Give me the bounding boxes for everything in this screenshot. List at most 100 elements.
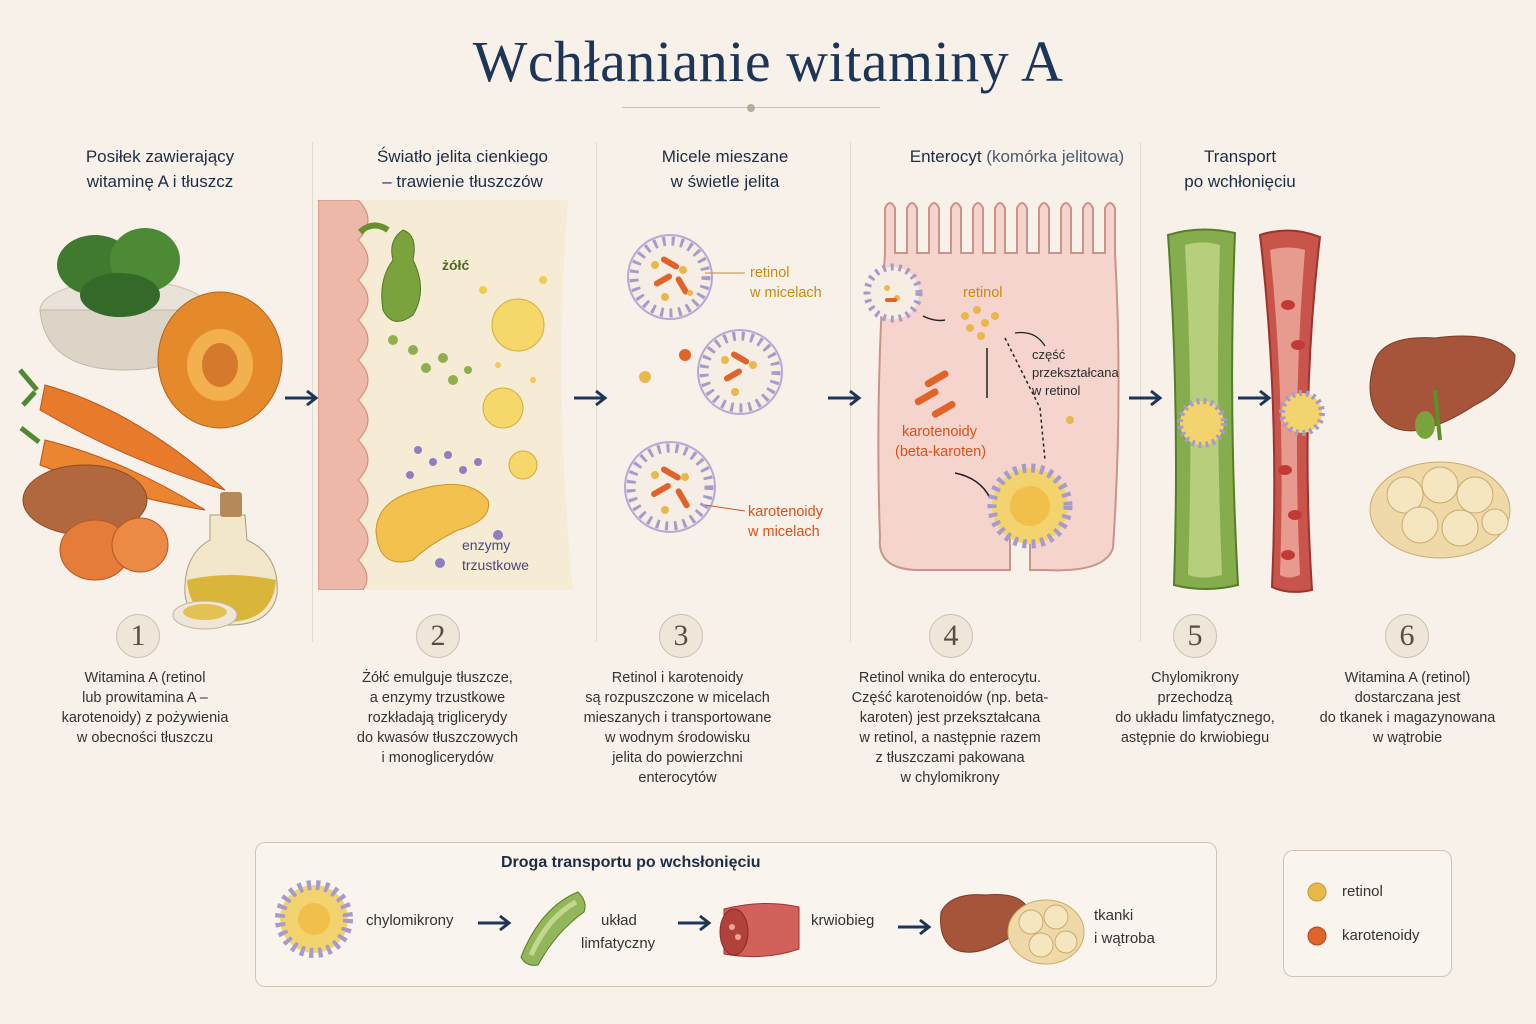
flow-arrow-icon bbox=[1129, 389, 1163, 407]
description-line: do układu limfatycznego, bbox=[1115, 710, 1275, 726]
description-line: w chylomikrony bbox=[900, 770, 1000, 786]
step-1-description: Witamina A (retinol lub prowitamina A – … bbox=[30, 668, 260, 748]
column-separator bbox=[1140, 142, 1141, 642]
description-line: i monoglicerydów bbox=[381, 750, 494, 766]
step-4-heading-main: Enterocyt bbox=[909, 147, 982, 166]
legend-swatch-carotenoids bbox=[1307, 926, 1327, 946]
step-1-heading-line: Posiłek zawierający bbox=[85, 147, 235, 166]
lymphatic-vessel-icon bbox=[520, 891, 586, 966]
step-3-heading: Micele mieszane w świetle jelita bbox=[610, 144, 840, 194]
fat-droplet bbox=[491, 298, 545, 352]
description-line: Część karotenoidów (np. beta- bbox=[851, 690, 1049, 706]
liver-and-tissue-icon bbox=[940, 894, 1085, 965]
step-number: 6 bbox=[1385, 614, 1429, 658]
pancreatic-enzymes-label-line: trzustkowe bbox=[462, 557, 529, 573]
description-line: karotenoidy) z pożywienia bbox=[61, 710, 229, 726]
description-line: mieszanych i transportowane bbox=[583, 710, 772, 726]
route-label-lymphatic-line: limfatyczny bbox=[581, 935, 656, 952]
conversion-note-line: przekształcana bbox=[1032, 365, 1119, 380]
route-label-tissues-line: i wątroba bbox=[1094, 930, 1155, 947]
micelle-entering bbox=[863, 263, 923, 323]
description-line: przechodzą bbox=[1157, 690, 1233, 706]
route-label-chylomicrons: chylomikrony bbox=[366, 912, 454, 929]
liver-and-tissue-illustration bbox=[1369, 335, 1516, 559]
liver-icon bbox=[1369, 335, 1516, 432]
fat-droplet bbox=[508, 450, 538, 480]
description-line: w wątrobie bbox=[1372, 730, 1443, 746]
chylomicron bbox=[987, 463, 1073, 549]
blood-vessel-icon bbox=[719, 902, 800, 958]
step-number: 5 bbox=[1173, 614, 1217, 658]
bile-label: żółć bbox=[442, 257, 470, 273]
description-line: w obecności tłuszczu bbox=[76, 730, 214, 746]
description-line: Retinol i karotenoidy bbox=[611, 670, 744, 686]
step-2-heading: Światło jelita cienkiego – trawienie tłu… bbox=[340, 144, 585, 194]
step-2-heading-line: Światło jelita cienkiego bbox=[376, 147, 549, 166]
description-line: rozkładają triglicerydy bbox=[367, 710, 508, 726]
description-line: w wodnym środowisku bbox=[604, 730, 751, 746]
description-line: jelita do powierzchni bbox=[612, 750, 743, 766]
chylomicron bbox=[1279, 390, 1325, 436]
intestine-lumen-illustration bbox=[318, 200, 573, 590]
conversion-note-line: część bbox=[1032, 347, 1066, 362]
carrot bbox=[39, 384, 226, 491]
description-line: Żółć emulguje tłuszcze, bbox=[362, 670, 513, 686]
step-number: 3 bbox=[659, 614, 703, 658]
fat-droplet bbox=[482, 387, 524, 429]
description-line: karoten) jest przekształcana bbox=[859, 710, 1041, 726]
flow-arrow-icon bbox=[828, 389, 862, 407]
enterocyte-retinol-label: retinol bbox=[963, 285, 1003, 301]
intestinal-wall bbox=[318, 200, 369, 590]
flow-arrow-icon bbox=[1238, 389, 1272, 407]
transport-route-title: Droga transportu po wchsłonięciu bbox=[501, 854, 761, 871]
step-5-heading: Transport po wchłonięciu bbox=[1150, 144, 1330, 194]
enterocyte-illustration bbox=[863, 202, 1120, 572]
food-illustration bbox=[18, 228, 283, 630]
step-5-heading-line: Transport bbox=[1203, 147, 1277, 166]
description-line: są rozpuszczone w micelach bbox=[585, 690, 770, 706]
description-line: w retinol, a następnie razem bbox=[859, 730, 1041, 746]
route-label-tissues-line: tkanki bbox=[1094, 907, 1134, 924]
micelles-illustration bbox=[624, 234, 783, 533]
description-line: z tłuszczami pakowana bbox=[875, 750, 1025, 766]
step-4-heading-sub: (komórka jelitowa) bbox=[986, 147, 1125, 166]
mixed-micelle bbox=[624, 441, 716, 533]
description-line: Chylomikrony bbox=[1151, 670, 1239, 686]
description-line: Witamina A (retinol) bbox=[1344, 670, 1471, 686]
description-line: Witamina A (retinol bbox=[84, 670, 206, 686]
step-5-heading-line: po wchłonięciu bbox=[1184, 172, 1296, 191]
retinol-in-micelles-label-line: w micelach bbox=[750, 285, 822, 301]
step-6-description: Witamina A (retinol) dostarczana jest do… bbox=[1305, 668, 1510, 748]
pancreatic-enzymes-label-line: enzymy bbox=[462, 537, 511, 553]
description-line: a enzymy trzustkowe bbox=[369, 690, 506, 706]
chylomicron bbox=[1177, 398, 1227, 448]
step-4-heading: Enterocyt (komórka jelitowa) bbox=[862, 144, 1172, 169]
step-1-heading: Posiłek zawierający witaminę A i tłuszcz bbox=[40, 144, 280, 194]
description-line: do kwasów tłuszczowych bbox=[356, 730, 519, 746]
retinol-in-micelles-label-line: retinol bbox=[750, 265, 790, 281]
legend-label-retinol: retinol bbox=[1342, 883, 1383, 900]
step-1-heading-line: witaminę A i tłuszcz bbox=[86, 172, 234, 191]
gallbladder bbox=[381, 229, 421, 322]
adipose-tissue-icon bbox=[1369, 461, 1511, 559]
route-label-lymphatic-line: układ bbox=[601, 912, 637, 929]
conversion-note-line: w retinol bbox=[1032, 383, 1081, 398]
step-4-description: Retinol wnika do enterocytu. Część karot… bbox=[825, 668, 1075, 788]
flow-arrow-icon bbox=[285, 389, 319, 407]
step-2-description: Żółć emulguje tłuszcze, a enzymy trzustk… bbox=[320, 668, 555, 768]
flow-arrow-icon bbox=[574, 389, 608, 407]
description-line: do tkanek i magazynowana bbox=[1319, 710, 1496, 726]
enterocyte-carotenoids-label-line: karotenoidy bbox=[902, 424, 977, 440]
legend-swatch-retinol bbox=[1307, 882, 1327, 902]
legend-label-carotenoids: karotenoidy bbox=[1342, 927, 1420, 944]
description-line: lub prowitamina A – bbox=[82, 690, 208, 706]
spinach-leaf bbox=[80, 273, 160, 317]
column-separator bbox=[312, 142, 313, 642]
carotenoids-in-micelles-label-line: w micelach bbox=[748, 524, 820, 540]
step-3-description: Retinol i karotenoidy są rozpuszczone w … bbox=[560, 668, 795, 788]
description-line: enterocytów bbox=[638, 770, 717, 786]
route-label-bloodstream: krwiobieg bbox=[811, 912, 875, 929]
step-3-heading-line: Micele mieszane bbox=[661, 147, 789, 166]
description-line: astępnie do krwiobiegu bbox=[1120, 730, 1270, 746]
step-2-heading-line: – trawienie tłuszczów bbox=[382, 172, 543, 191]
